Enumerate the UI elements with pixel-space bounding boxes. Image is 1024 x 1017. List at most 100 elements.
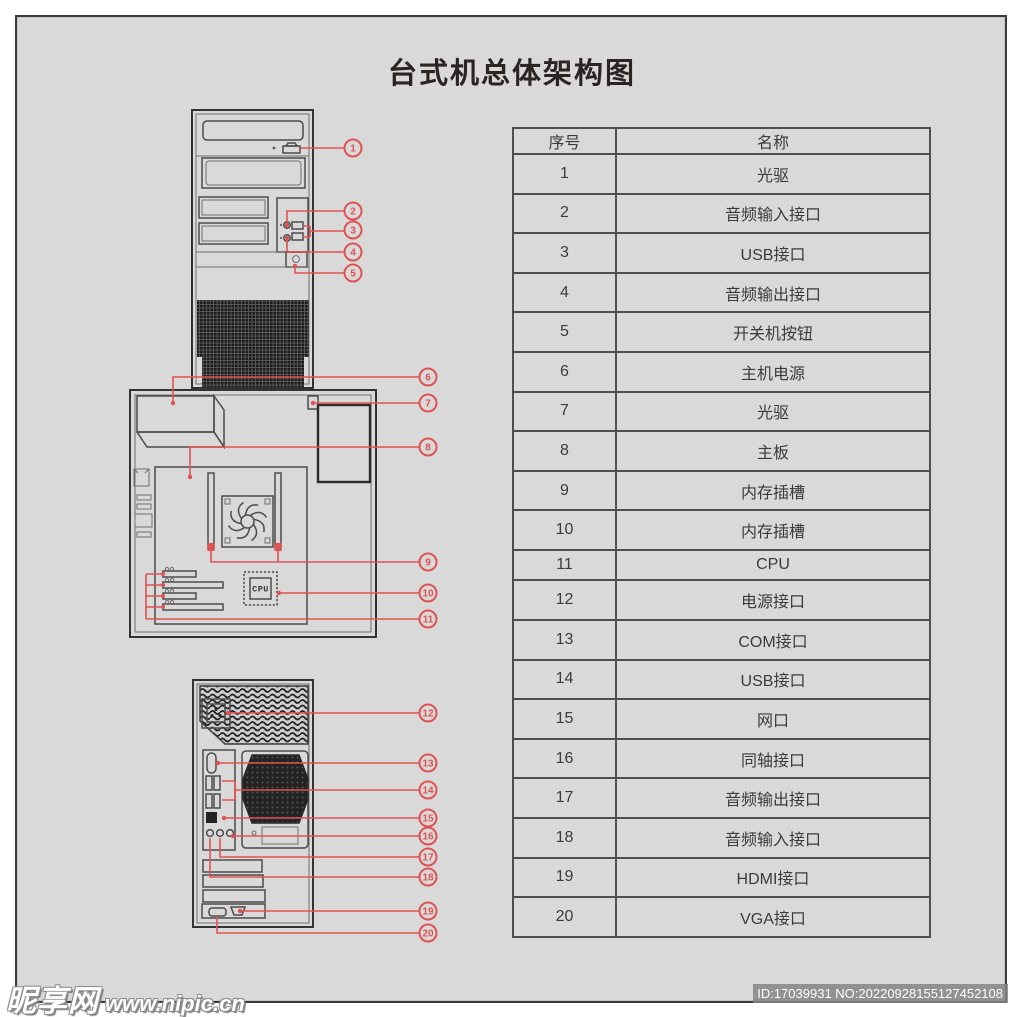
slot-cover <box>202 859 263 873</box>
callout-19: 19 <box>418 901 438 921</box>
table-cell-no: 15 <box>512 698 617 740</box>
table-cell-name: 音频输出接口 <box>615 777 931 819</box>
callout-20: 20 <box>418 923 438 943</box>
rear-view-diagram <box>192 679 314 928</box>
lan-port <box>206 812 217 823</box>
table-cell-name: 电源接口 <box>615 579 931 621</box>
com-port <box>206 752 217 774</box>
svg-text:18: 18 <box>422 873 434 884</box>
callout-16: 16 <box>418 826 438 846</box>
drive-led <box>272 146 276 150</box>
usb-port <box>213 775 221 791</box>
svg-text:15: 15 <box>422 814 434 825</box>
table-cell-no: 18 <box>512 816 617 859</box>
front-view-diagram <box>191 109 314 389</box>
svg-text:3: 3 <box>350 226 356 237</box>
callout-lines <box>145 147 419 934</box>
svg-text:1: 1 <box>350 144 356 155</box>
svg-text:10: 10 <box>422 589 434 600</box>
callout-10: 10 <box>418 583 438 603</box>
power-supply-unit <box>135 393 226 450</box>
callout-12: 12 <box>418 703 438 723</box>
callout-8: 8 <box>418 437 438 457</box>
table-cell-name: 同轴接口 <box>615 737 931 780</box>
internal-view-diagram: CPU <box>129 389 377 638</box>
motherboard <box>154 466 308 625</box>
usb-port <box>291 221 304 230</box>
callout-4: 4 <box>343 242 363 262</box>
svg-text:2: 2 <box>350 207 356 218</box>
table-cell-name: 光驱 <box>615 153 931 195</box>
cpu-label: CPU <box>252 585 269 595</box>
callout-1: 1 <box>343 138 363 158</box>
callout-15: 15 <box>418 808 438 828</box>
table-cell-no: 8 <box>512 430 617 472</box>
callout-circles: 1 2 3 4 5 6 7 8 9 10 11 12 13 14 15 16 1… <box>343 138 438 943</box>
callout-6: 6 <box>418 367 438 387</box>
front-grille-lower <box>202 357 304 387</box>
drive-bay <box>201 157 306 189</box>
callout-14: 14 <box>418 780 438 800</box>
table-cell-name: 开关机按钮 <box>615 311 931 353</box>
table-header-no: 序号 <box>512 127 617 155</box>
cpu-chip: CPU <box>243 571 278 606</box>
table-cell-no: 14 <box>512 658 617 701</box>
callout-17: 17 <box>418 847 438 867</box>
table-header-row: 序号 名称 <box>512 127 931 155</box>
cpu-fan <box>221 495 274 548</box>
power-socket <box>206 703 226 723</box>
svg-text:9: 9 <box>425 558 431 569</box>
table-cell-name: VGA接口 <box>615 896 931 938</box>
svg-text:14: 14 <box>422 786 434 797</box>
drive-bay-small <box>198 222 269 245</box>
eject-button <box>282 145 301 154</box>
table-cell-no: 2 <box>512 192 617 235</box>
watermark-site-url: www.nipic.cn <box>105 991 245 1016</box>
table-cell-no: 5 <box>512 311 617 353</box>
callout-9: 9 <box>418 552 438 572</box>
memory-slot <box>274 472 282 550</box>
table-cell-name: 内存插槽 <box>615 509 931 551</box>
usb-port <box>291 232 304 241</box>
svg-text:16: 16 <box>422 832 434 843</box>
callout-3: 3 <box>343 220 363 240</box>
case-outline <box>129 389 377 638</box>
svg-text:6: 6 <box>425 373 431 384</box>
callout-13: 13 <box>418 753 438 773</box>
front-case-outline <box>191 109 314 389</box>
callout-11: 11 <box>418 609 438 629</box>
usb-port <box>205 775 213 791</box>
usb-port <box>205 793 213 809</box>
svg-text:11: 11 <box>423 615 434 626</box>
svg-text:5: 5 <box>350 269 356 280</box>
svg-text:8: 8 <box>425 443 431 454</box>
table-cell-no: 10 <box>512 509 617 551</box>
callout-7: 7 <box>418 393 438 413</box>
audio-jack <box>205 828 215 838</box>
table-cell-no: 12 <box>512 579 617 621</box>
rear-case-outline <box>192 679 314 928</box>
power-button <box>292 255 300 263</box>
callout-2: 2 <box>343 201 363 221</box>
page-title: 台式机总体架构图 <box>387 58 636 90</box>
table-cell-no: 17 <box>512 777 617 819</box>
svg-text:19: 19 <box>422 907 434 918</box>
callout-5: 5 <box>343 263 363 283</box>
table-cell-name: 音频输入接口 <box>615 816 931 859</box>
